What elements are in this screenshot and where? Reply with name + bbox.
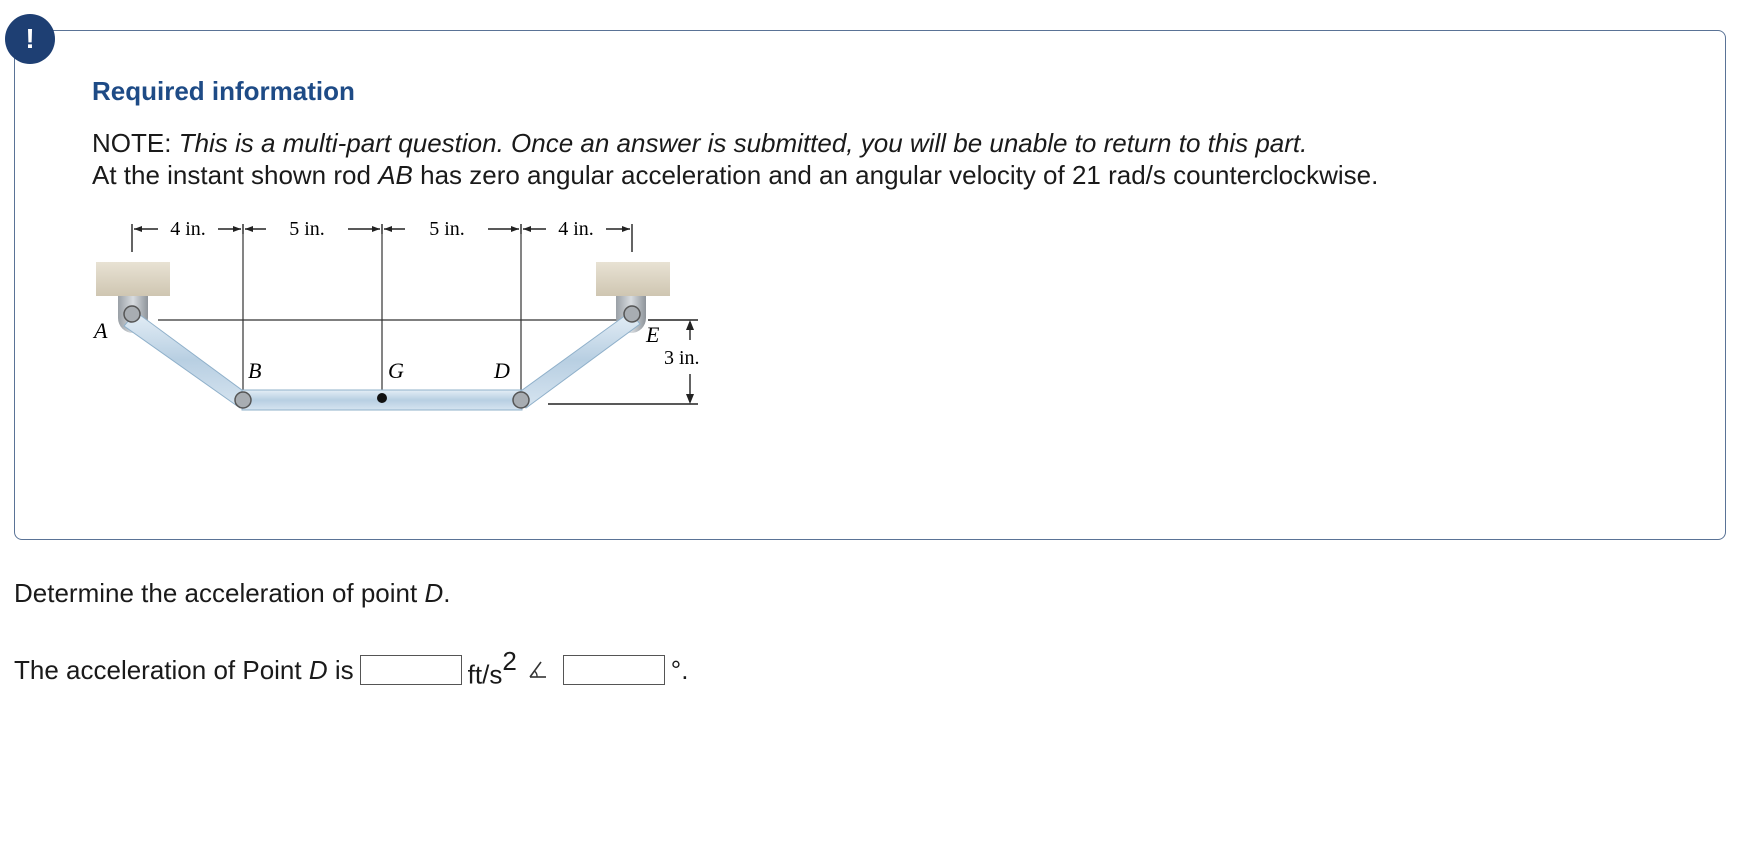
angle-input[interactable] <box>562 655 665 685</box>
question-text: Determine the acceleration of point <box>14 578 418 608</box>
exclamation-icon: ! <box>5 14 55 64</box>
note-text: This is a multi-part question. Once an a… <box>178 128 1308 158</box>
answer-label: The acceleration of Point <box>14 654 302 685</box>
info-title: Required information <box>92 76 355 106</box>
label-point-g: G <box>388 358 404 383</box>
statement-rod: AB <box>378 160 413 190</box>
center-of-mass-dot <box>377 393 387 403</box>
left-wall <box>96 262 170 296</box>
rod-ab <box>123 311 251 409</box>
unit-exponent: 2 <box>502 645 517 676</box>
height-dimension-label: 3 in. <box>664 347 700 369</box>
height-arrow-up <box>686 320 694 330</box>
dimension-label-4: 4 in. <box>558 218 594 240</box>
question-line: Determine the acceleration of point D. <box>14 578 450 609</box>
question-point: D <box>424 578 444 608</box>
unit-base: ft/s <box>467 659 503 690</box>
required-info-box <box>14 30 1726 540</box>
dimension-label-3: 5 in. <box>429 218 465 240</box>
linkage-figure: 4 in. 5 in. 5 in. 4 in. A B G D E 3 in. <box>92 218 700 411</box>
answer-line: The acceleration of Point D is ft/s2 °. <box>14 646 689 691</box>
label-point-b: B <box>248 358 261 383</box>
magnitude-input[interactable] <box>359 655 462 685</box>
reference-lines <box>158 234 632 404</box>
unit-label: ft/s2 <box>467 646 517 691</box>
answer-label-is: is <box>334 654 354 685</box>
rod-de <box>513 311 641 409</box>
height-arrow-down <box>686 394 694 404</box>
statement-part1: At the instant shown rod <box>92 160 371 190</box>
statement-part2: has zero angular acceleration and an ang… <box>420 160 1379 190</box>
dimension-arrowheads <box>134 226 630 232</box>
angle-icon <box>527 659 549 681</box>
label-point-d: D <box>493 358 510 383</box>
right-wall <box>596 262 670 296</box>
dimension-label-1: 4 in. <box>170 218 206 240</box>
question-period: . <box>443 578 451 608</box>
label-point-e: E <box>645 322 660 347</box>
note-line: NOTE: This is a multi-part question. Onc… <box>92 128 1307 159</box>
pin-joints <box>123 305 641 409</box>
note-label: NOTE: <box>92 128 172 158</box>
dimension-label-2: 5 in. <box>289 218 325 240</box>
degree-suffix: °. <box>670 654 689 685</box>
problem-statement: At the instant shown rod AB has zero ang… <box>92 160 1378 191</box>
answer-point: D <box>308 654 328 685</box>
label-point-a: A <box>92 318 108 343</box>
